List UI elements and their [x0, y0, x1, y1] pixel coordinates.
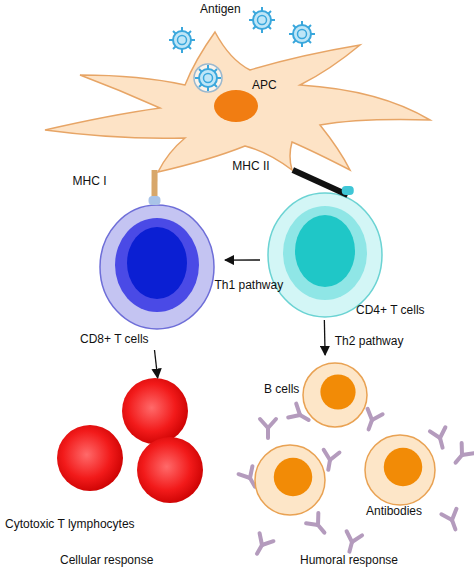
antibody-group	[239, 404, 474, 558]
node-shape	[5, 378, 220, 538]
endosome	[194, 64, 222, 92]
cd8-node: CD8+ T cells	[75, 205, 225, 350]
node-label: Cytotoxic T lymphocytes	[5, 517, 135, 531]
b-cell-nucleus	[274, 458, 313, 497]
b-cell-group: B cells	[240, 355, 470, 535]
node-label: CD4+ T cells	[356, 303, 425, 317]
arrow	[324, 320, 326, 355]
engulfed-antigen	[195, 65, 221, 91]
cytotoxic-cell	[137, 437, 203, 503]
b-cell-body	[303, 363, 367, 427]
mhc-one	[152, 170, 158, 205]
node-shape	[40, 28, 435, 170]
node-shape	[260, 195, 455, 320]
antigen-virus	[289, 21, 315, 47]
node-shape	[75, 205, 225, 350]
b-cell-nucleus	[384, 448, 423, 487]
apc-cell	[45, 32, 430, 172]
apc-node: APC	[40, 28, 435, 170]
arrow	[155, 350, 158, 378]
edge-label: Th1 pathway	[215, 278, 284, 292]
t-cell-nucleus	[295, 215, 355, 287]
cytotoxic-group: Cytotoxic T lymphocytes	[5, 378, 220, 538]
cytotoxic-cell	[122, 378, 188, 444]
b-cell-body	[365, 435, 435, 505]
receptor-cap	[342, 186, 354, 195]
t-cell-ring	[115, 218, 199, 312]
antigen-virus	[249, 7, 275, 33]
antibody-label: Antibodies	[366, 504, 422, 518]
edge-label: MHC II	[232, 159, 269, 173]
t-cell-body	[268, 193, 382, 317]
response-label: Humoral response	[300, 553, 398, 567]
receptor-cap	[149, 196, 161, 205]
node-label: B cells	[264, 382, 299, 396]
node-label: CD8+ T cells	[80, 332, 149, 346]
cd4-node: CD4+ T cells	[260, 195, 455, 320]
b-cell-nucleus	[320, 374, 355, 409]
arrow	[225, 259, 260, 260]
b-cell-body	[255, 445, 325, 515]
mhc-two	[293, 170, 348, 195]
apc-body	[45, 32, 430, 172]
edge-label: Th2 pathway	[335, 334, 404, 348]
response-label: Cellular response	[60, 553, 153, 567]
antigen-virus	[169, 27, 195, 53]
node-label: APC	[252, 78, 277, 92]
t-cell-body	[100, 205, 214, 329]
antigen-label: Antigen	[200, 2, 241, 16]
apc-nucleus	[214, 90, 258, 122]
cytotoxic-cell	[57, 425, 123, 491]
edge-label: MHC I	[73, 174, 107, 188]
t-cell-nucleus	[127, 227, 187, 299]
t-cell-ring	[283, 206, 367, 300]
